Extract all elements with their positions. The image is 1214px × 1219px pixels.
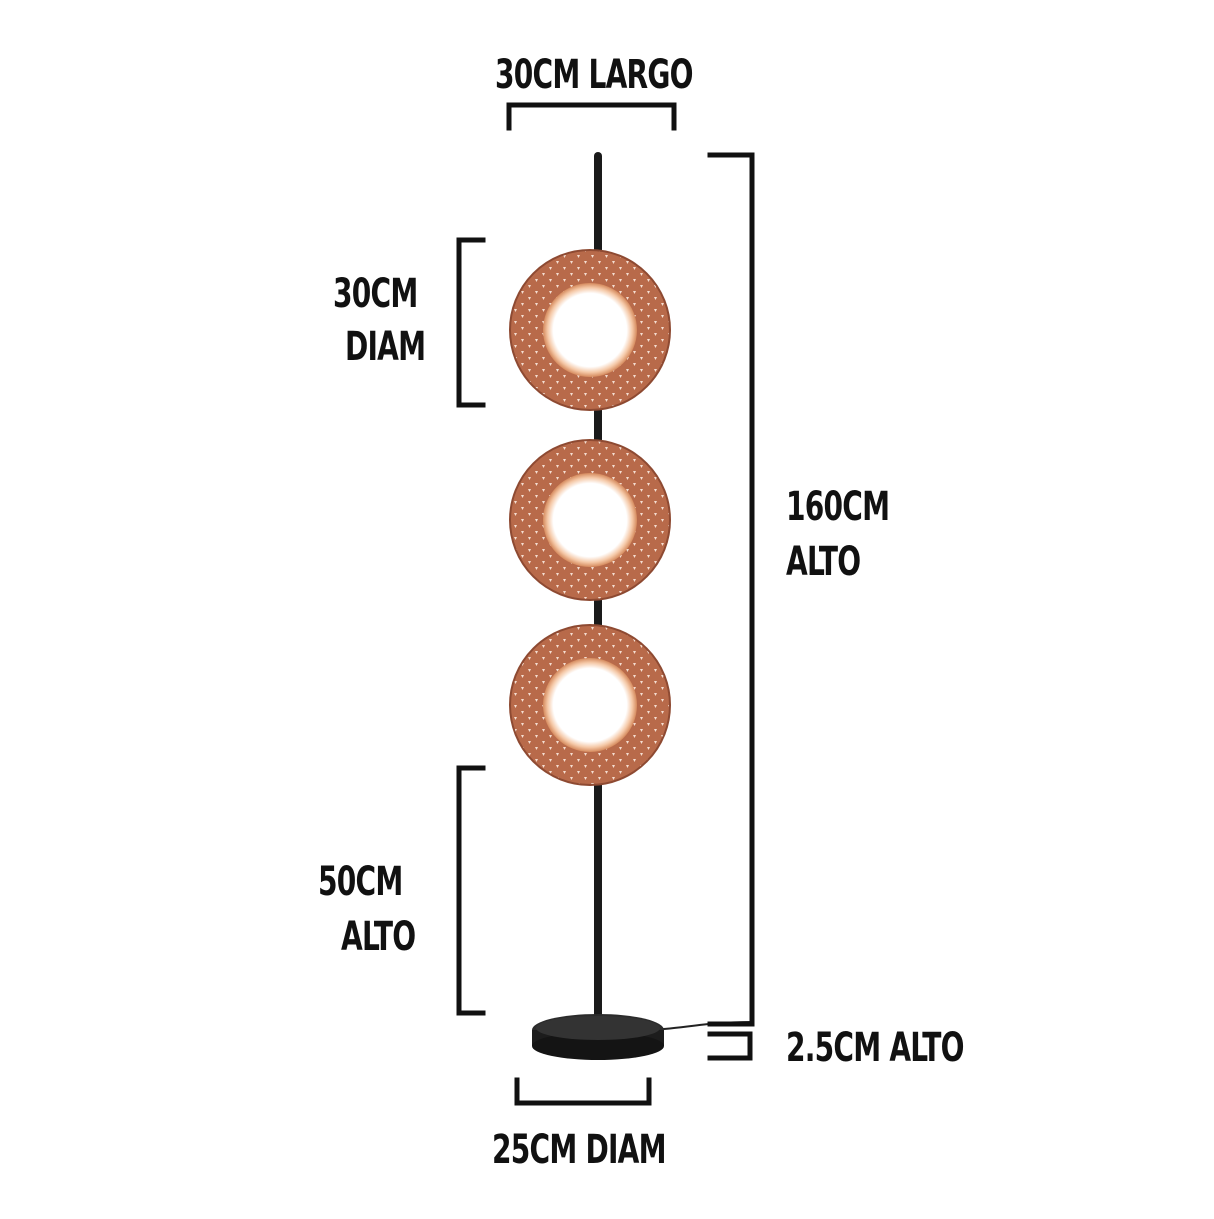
total-height-unit: ALTO bbox=[786, 539, 861, 585]
ring-diameter-bracket bbox=[456, 237, 486, 408]
lower-height-unit: ALTO bbox=[341, 914, 416, 960]
width-bracket bbox=[506, 102, 677, 131]
lower-height-bracket bbox=[456, 765, 486, 1016]
ring-diameter-unit: DIAM bbox=[345, 324, 426, 370]
ring-middle bbox=[509, 439, 671, 601]
total-height-value: 160CM bbox=[786, 484, 890, 530]
lamp-base bbox=[532, 1014, 664, 1060]
ring-top bbox=[509, 249, 671, 411]
base-diameter-label: 25CM DIAM bbox=[492, 1127, 667, 1173]
base-height-label: 2.5CM ALTO bbox=[786, 1025, 964, 1071]
base-diameter-bracket bbox=[514, 1077, 652, 1106]
total-height-bracket bbox=[707, 152, 755, 1027]
ring-bottom bbox=[509, 624, 671, 786]
width-label: 30CM LARGO bbox=[495, 52, 693, 98]
lower-height-value: 50CM bbox=[318, 859, 403, 905]
base-height-bracket bbox=[707, 1031, 753, 1061]
ring-diameter-value: 30CM bbox=[333, 271, 418, 317]
